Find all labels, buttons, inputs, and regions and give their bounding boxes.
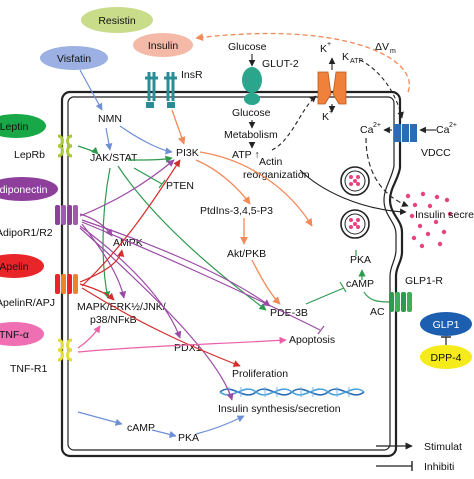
svg-text:Adiponectin: Adiponectin: [0, 184, 48, 196]
k-outside-label: K: [320, 43, 327, 55]
legend: Stimulat Inhibiti: [376, 441, 462, 473]
ca-inside-sup: 2+: [373, 122, 381, 129]
ca-inside-label: Ca: [360, 124, 374, 136]
svg-text:LepRb: LepRb: [14, 149, 45, 161]
pka-bottom-node: PKA: [178, 432, 199, 444]
svg-text:ApelinR/APJ: ApelinR/APJ: [0, 297, 55, 309]
actin-label: Actin: [259, 156, 283, 168]
mapk-node-line2: p38/NFκB: [90, 314, 137, 326]
visfatin-arrows: [77, 69, 245, 438]
svg-text:VDCC: VDCC: [421, 147, 451, 159]
apelin-arrows: [79, 159, 241, 367]
svg-text:InsR: InsR: [181, 69, 203, 81]
k-outside-sup: +: [327, 41, 331, 48]
glp1-hormone: GLP1: [420, 312, 472, 336]
resistin-hormone: Resistin: [81, 7, 153, 33]
ca-outside-sup: 2+: [449, 122, 457, 129]
pten-node: PTEN: [166, 180, 194, 192]
camp-bottom-node: cAMP: [127, 422, 155, 434]
pka-right-node: PKA: [350, 254, 371, 266]
tnfr1-receptor-icon: TNF-R1: [10, 338, 73, 375]
svg-text:AdipoR1/R2: AdipoR1/R2: [0, 227, 53, 239]
camp-right-node: cAMP: [346, 278, 374, 290]
dna-helix-icon: [219, 387, 365, 397]
dpp4-enzyme: DPP-4: [420, 345, 472, 369]
leptin-glp1-arrows: [77, 145, 393, 311]
reorganization-label: reorganization: [243, 169, 310, 181]
svg-text:Leptin: Leptin: [0, 121, 28, 133]
adiponectin-hormone: Adiponectin: [0, 177, 58, 201]
svg-text:GLUT-2: GLUT-2: [262, 58, 299, 70]
tnf-alpha-hormone: TNF-α: [0, 322, 44, 346]
apelinr-receptor-icon: ApelinR/APJ: [0, 274, 78, 309]
k-inside-label: K: [322, 111, 329, 123]
insulin-secretion-label: Insulin secre: [415, 209, 474, 221]
delta-vm-label: ΔV: [375, 41, 389, 53]
leprb-receptor-icon: LepRb: [14, 134, 73, 161]
glucose-inside-label: Glucose: [232, 107, 271, 119]
leptin-hormone: Leptin: [0, 114, 46, 138]
adiponectin-arrows: [79, 159, 325, 401]
insr-receptor-icon: InsR: [145, 69, 203, 108]
legend-inhibition: Inhibiti: [424, 461, 454, 473]
svg-text:TNF-R1: TNF-R1: [10, 363, 47, 375]
mapk-node-line1: MAPK/ERK½/JNK/: [77, 301, 166, 313]
svg-text:DPP-4: DPP-4: [431, 352, 462, 364]
apoptosis-node: Apoptosis: [289, 334, 335, 346]
proliferation-node: Proliferation: [232, 368, 288, 380]
insulin-signaling-arrows: [171, 109, 313, 305]
legend-stimulation: Stimulat: [424, 441, 462, 453]
ptdins-node: PtdIns-3,4,5-P3: [200, 205, 273, 217]
insulin-hormone: Insulin: [133, 33, 193, 57]
ac-node: AC: [370, 306, 385, 318]
metabolism-label: Metabolism: [224, 129, 278, 141]
svg-text:TNF-α: TNF-α: [0, 329, 29, 341]
visfatin-hormone: Visfatin: [40, 46, 108, 70]
metabolic-arrows: [248, 54, 436, 216]
svg-text:GLP1-R: GLP1-R: [405, 275, 443, 287]
insulin-release-dots: [405, 191, 453, 249]
katp-channel-icon: K ATP: [317, 51, 363, 105]
vdcc-channel-icon: VDCC: [394, 124, 451, 159]
svg-text:GLP1: GLP1: [433, 319, 460, 331]
secretory-granule-2: [340, 209, 370, 239]
svg-text:Visfatin: Visfatin: [57, 53, 91, 65]
secretory-granule-1: [340, 166, 370, 196]
glp1r-receptor-icon: GLP1-R: [389, 275, 443, 312]
svg-text:Insulin: Insulin: [148, 40, 179, 52]
svg-text:K: K: [342, 51, 349, 63]
svg-text:Apelin: Apelin: [0, 261, 29, 273]
svg-text:Resistin: Resistin: [98, 15, 136, 27]
atp-label: ATP ↑: [232, 149, 260, 161]
akt-pkb-node: Akt/PKB: [227, 248, 266, 260]
jak-stat-node: JAK/STAT: [90, 152, 138, 164]
nmn-node: NMN: [98, 113, 122, 125]
delta-vm-sub: m: [390, 48, 396, 55]
insulin-feedback-arrow: [195, 32, 410, 93]
insulin-synthesis-node: Insulin synthesis/secretion: [218, 403, 341, 415]
svg-text:ATP: ATP: [350, 58, 363, 65]
ca-outside-label: Ca: [436, 124, 450, 136]
glut2-transporter-icon: GLUT-2: [242, 58, 299, 105]
tnf-arrows: [77, 325, 287, 353]
cell-membrane: [60, 90, 404, 458]
adipor-receptor-icon: AdipoR1/R2: [0, 205, 78, 239]
apelin-hormone: Apelin: [0, 254, 44, 278]
pi3k-node: PI3K: [176, 147, 199, 159]
glucose-outside-label: Glucose: [228, 41, 267, 53]
